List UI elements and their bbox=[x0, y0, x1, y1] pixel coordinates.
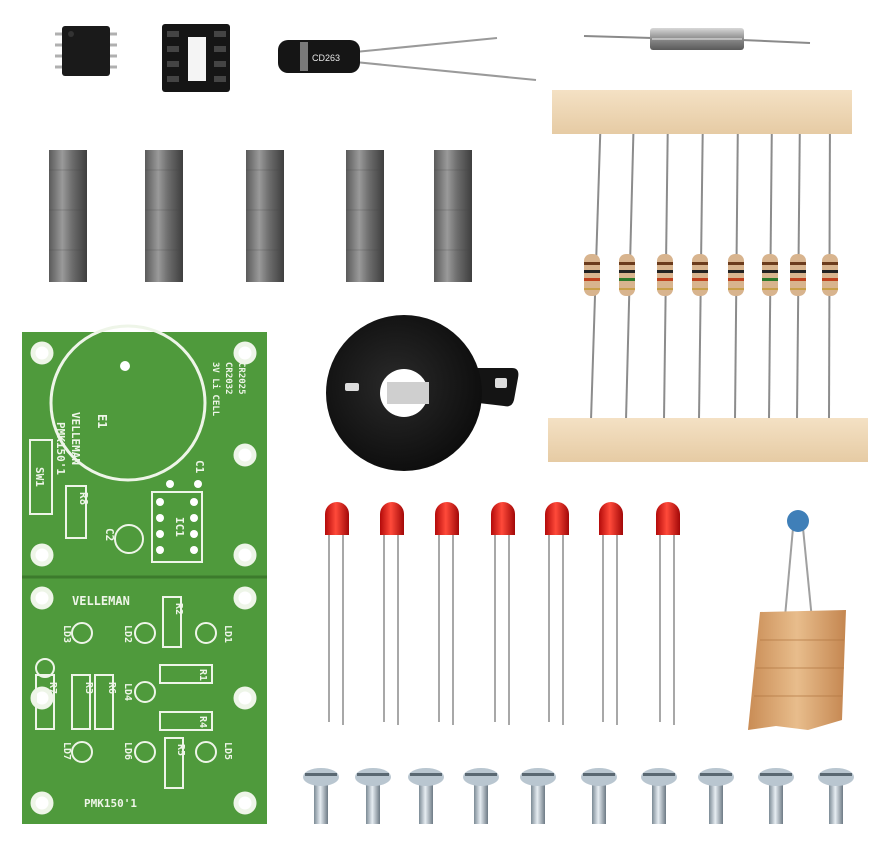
pcb-label-ld7: LD7 bbox=[61, 742, 72, 760]
pcb-label-r6: R6 bbox=[106, 682, 117, 694]
pcb-label-c1: C1 bbox=[193, 460, 206, 474]
battery-holder bbox=[326, 315, 519, 471]
spacer-standoffs bbox=[49, 150, 472, 282]
pcb-label-sw1: SW1 bbox=[33, 467, 46, 487]
pcb-label-ld2: LD2 bbox=[122, 625, 133, 643]
pcb-label-ld4: LD4 bbox=[122, 683, 133, 701]
pcb-label-r7: R7 bbox=[47, 682, 58, 694]
ceramic-capacitor-on-tape bbox=[748, 510, 846, 730]
pcb-label-ic1: IC1 bbox=[173, 517, 186, 537]
capacitor-marking: CD263 bbox=[312, 53, 340, 63]
pcb-battery-spec-2: CR2032 bbox=[223, 362, 233, 395]
pcb-battery-spec-3: CR2025 bbox=[236, 362, 246, 395]
pcb-model-bottom: PMK150'1 bbox=[84, 797, 137, 810]
pcb-label-r8: R8 bbox=[77, 492, 90, 505]
pcb-label-ld6: LD6 bbox=[122, 742, 133, 760]
crystal-oscillator bbox=[583, 28, 811, 50]
pcb-label-r5: R5 bbox=[175, 744, 186, 756]
resistor-tape-strip bbox=[548, 90, 868, 462]
resistor-bodies bbox=[584, 254, 838, 296]
circuit-board: E1 VELLEMAN PMK150'1 3V Li CELL CR2032 C… bbox=[22, 324, 267, 824]
pcb-brand-bottom: VELLEMAN bbox=[72, 594, 130, 608]
pcb-label-r4: R4 bbox=[197, 716, 208, 728]
pcb-label-r1: R1 bbox=[197, 669, 208, 681]
pcb-label-ld5: LD5 bbox=[222, 742, 233, 760]
pcb-label-e1: E1 bbox=[95, 414, 109, 428]
pcb-battery-spec-1: 3V Li CELL bbox=[210, 362, 221, 417]
pcb-label-ld3: LD3 bbox=[61, 625, 72, 643]
ic-socket bbox=[162, 24, 230, 92]
pcb-label-ld1: LD1 bbox=[222, 625, 233, 643]
pcb-model-top: PMK150'1 bbox=[54, 422, 67, 475]
screws bbox=[303, 768, 854, 824]
pcb-brand-top: VELLEMAN bbox=[69, 412, 82, 465]
red-leds bbox=[325, 502, 680, 725]
pcb-label-c2: C2 bbox=[103, 528, 116, 541]
electrolytic-capacitor: CD263 bbox=[278, 37, 537, 81]
pcb-label-r3: R3 bbox=[83, 682, 94, 694]
ic-chip bbox=[55, 26, 117, 76]
pcb-label-r2: R2 bbox=[173, 603, 184, 615]
